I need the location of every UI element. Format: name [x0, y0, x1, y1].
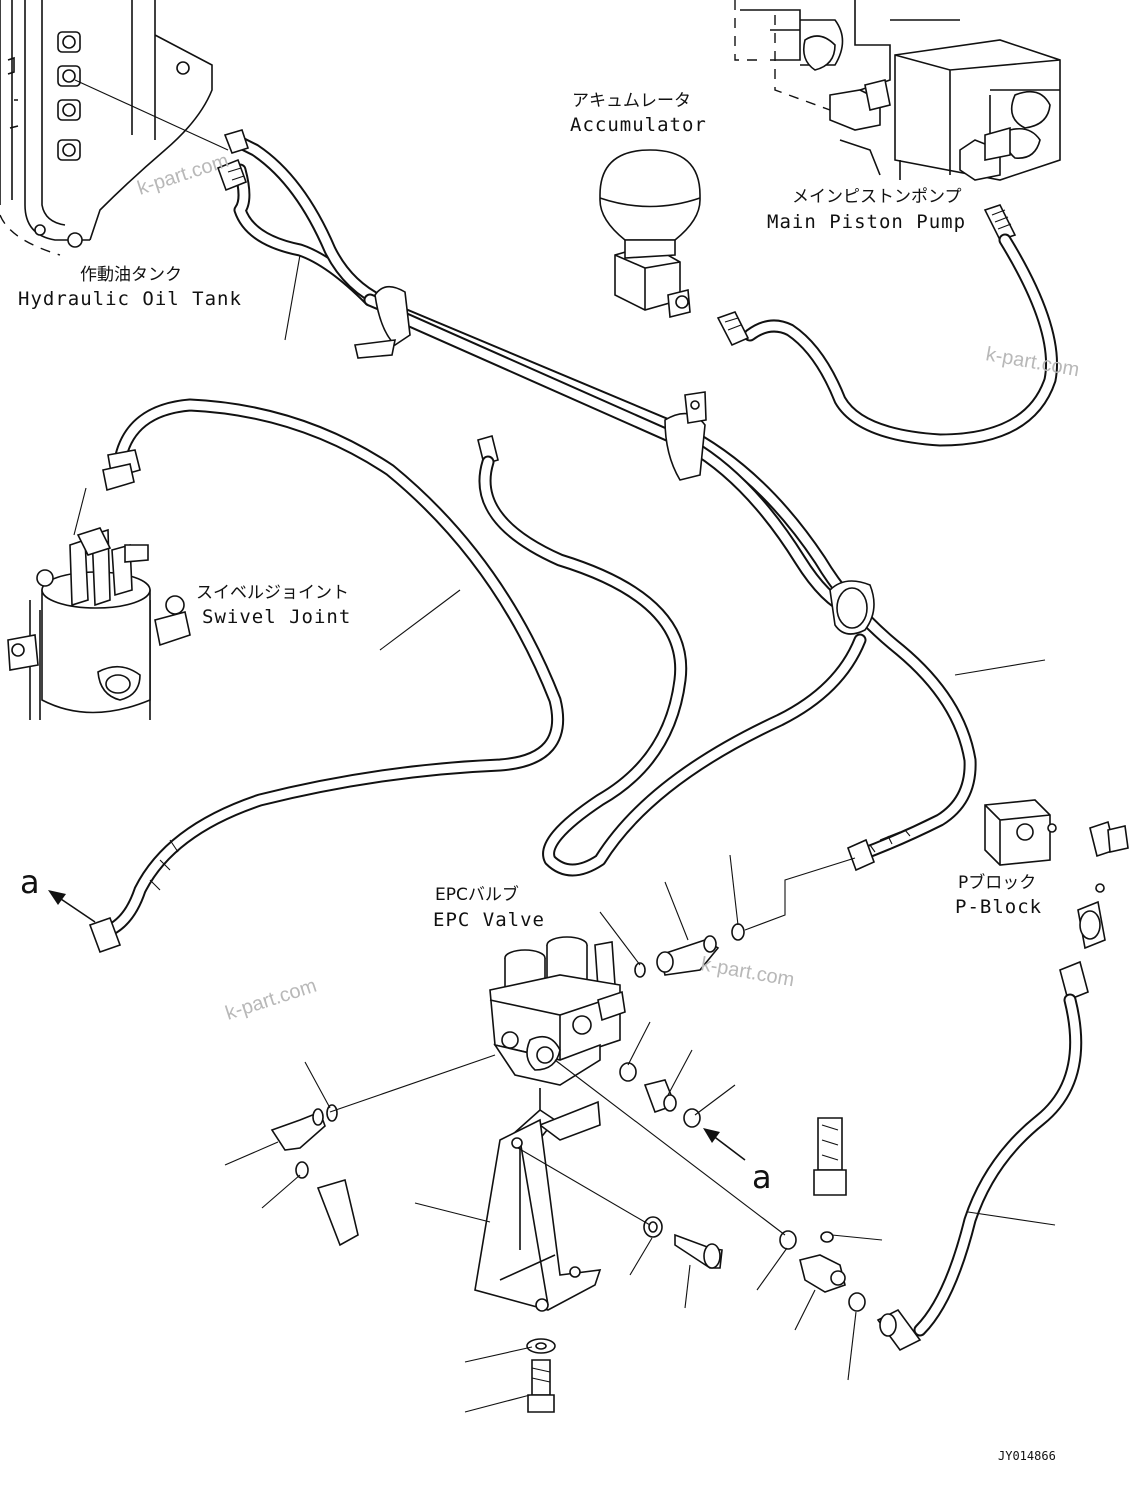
- main-pump-label: Main Piston Pump: [767, 211, 966, 233]
- assembly-lines: [73, 79, 856, 1236]
- ref-a-left: a: [20, 863, 40, 901]
- oil-tank-label: Hydraulic Oil Tank: [18, 288, 242, 310]
- swivel-label: Swivel Joint: [202, 606, 351, 628]
- loose-pilot-hose: [477, 435, 867, 877]
- tank-hoses: [216, 129, 397, 312]
- leader-lines: [224, 254, 1056, 1413]
- swivel-label-jp: スイベルジョイント: [196, 583, 349, 603]
- main-trunk-hose: [363, 293, 977, 872]
- main-pump-label-jp: メインピストンポンプ: [792, 187, 962, 207]
- fittings-orings-bolts: [270, 923, 866, 1413]
- accumulator: [599, 149, 701, 319]
- watermark: k-part.com: [223, 975, 320, 1025]
- watermark: k-part.com: [135, 150, 232, 200]
- hose-clamps: [354, 285, 875, 635]
- drawing-code: JY014866: [998, 1449, 1056, 1463]
- arrow-head-left: [48, 890, 66, 905]
- watermark: k-part.com: [984, 343, 1081, 381]
- pblock-lower-hose: [876, 960, 1089, 1352]
- swivel-joint: [7, 527, 191, 720]
- p-block: [984, 799, 1129, 950]
- swivel-loop-hose: [88, 398, 565, 954]
- oil-tank-label-jp: 作動油タンク: [80, 265, 182, 285]
- arrow-head-right: [703, 1128, 720, 1143]
- tank-port-fittings: [57, 31, 81, 161]
- pblock-label: P-Block: [955, 896, 1042, 918]
- epc-label: EPC Valve: [433, 909, 545, 931]
- hydraulic-oil-tank: [0, 0, 213, 256]
- reference-arrows: [48, 890, 746, 1161]
- watermark: k-part.com: [699, 953, 796, 991]
- accumulator-label: Accumulator: [570, 114, 707, 136]
- epc-label-jp: EPCバルブ: [435, 884, 519, 905]
- pump-accumulator-hose: [716, 204, 1059, 447]
- pblock-label-jp: Pブロック: [958, 872, 1036, 893]
- main-piston-pump: [734, 0, 1061, 181]
- ref-a-right: a: [752, 1158, 772, 1196]
- epc-valve: [489, 936, 626, 1086]
- valve-bracket: [474, 1088, 602, 1312]
- accumulator-label-jp: アキュムレータ: [572, 91, 691, 111]
